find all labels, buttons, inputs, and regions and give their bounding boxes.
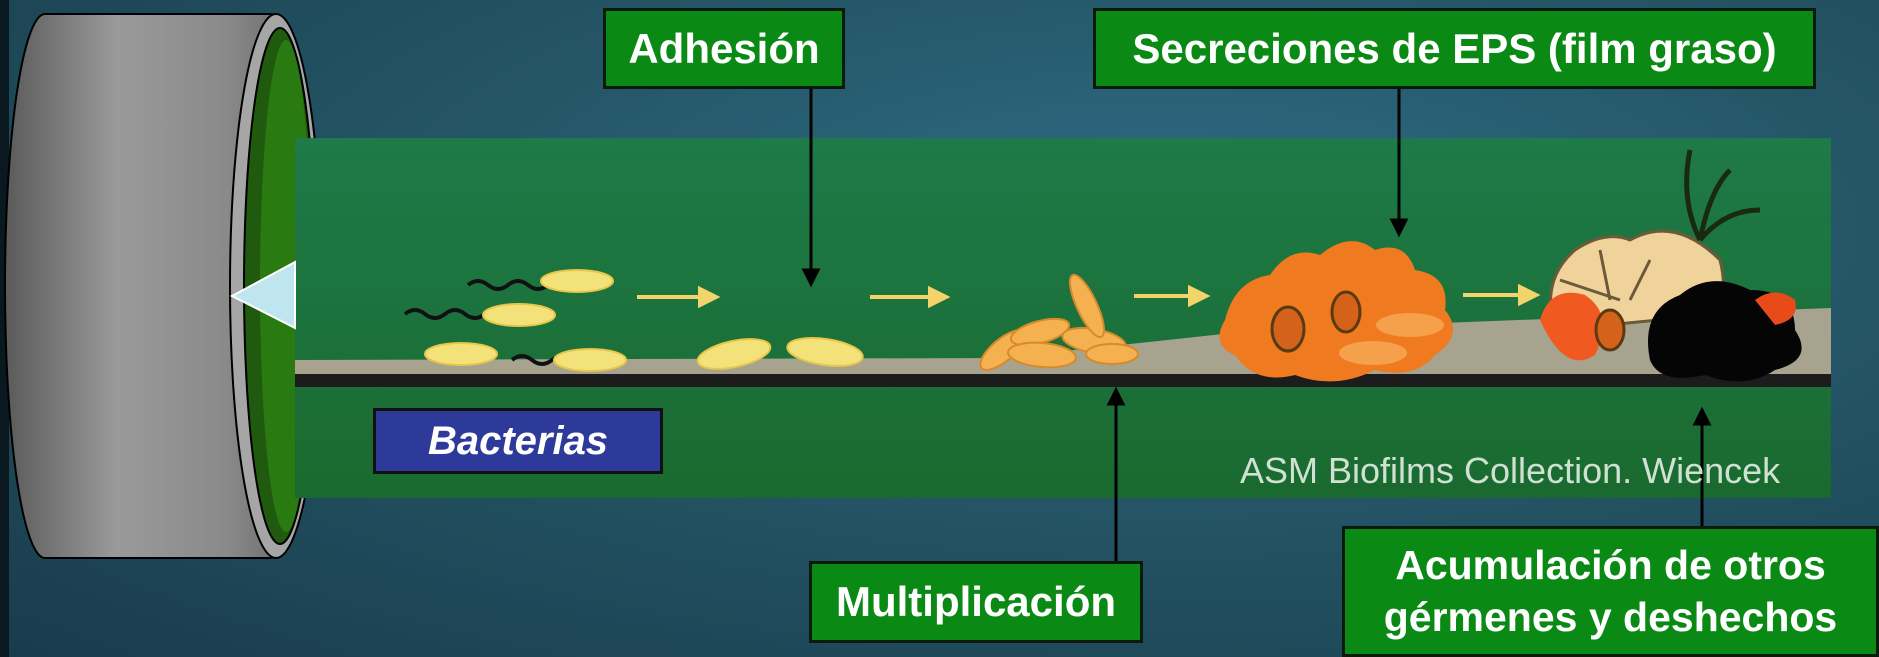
accumulation-label: Acumulación de otros gérmenes y deshecho… [1342,526,1879,657]
accumulation-debris [1540,149,1802,382]
multiplication-label: Multiplicación [809,561,1143,643]
bacteria-cells [424,269,864,372]
image-credit: ASM Biofilms Collection. Wiencek [1240,450,1781,491]
eps-secretions-label: Secreciones de EPS (film graso) [1093,8,1816,89]
progression-arrows [637,283,1541,309]
eps-matrix [1219,241,1453,382]
adhesion-label: Adhesión [603,8,845,89]
multiplying-bacteria [979,273,1139,371]
bacteria-label: Bacterias [373,408,663,474]
pointer-arrows [801,89,1712,561]
